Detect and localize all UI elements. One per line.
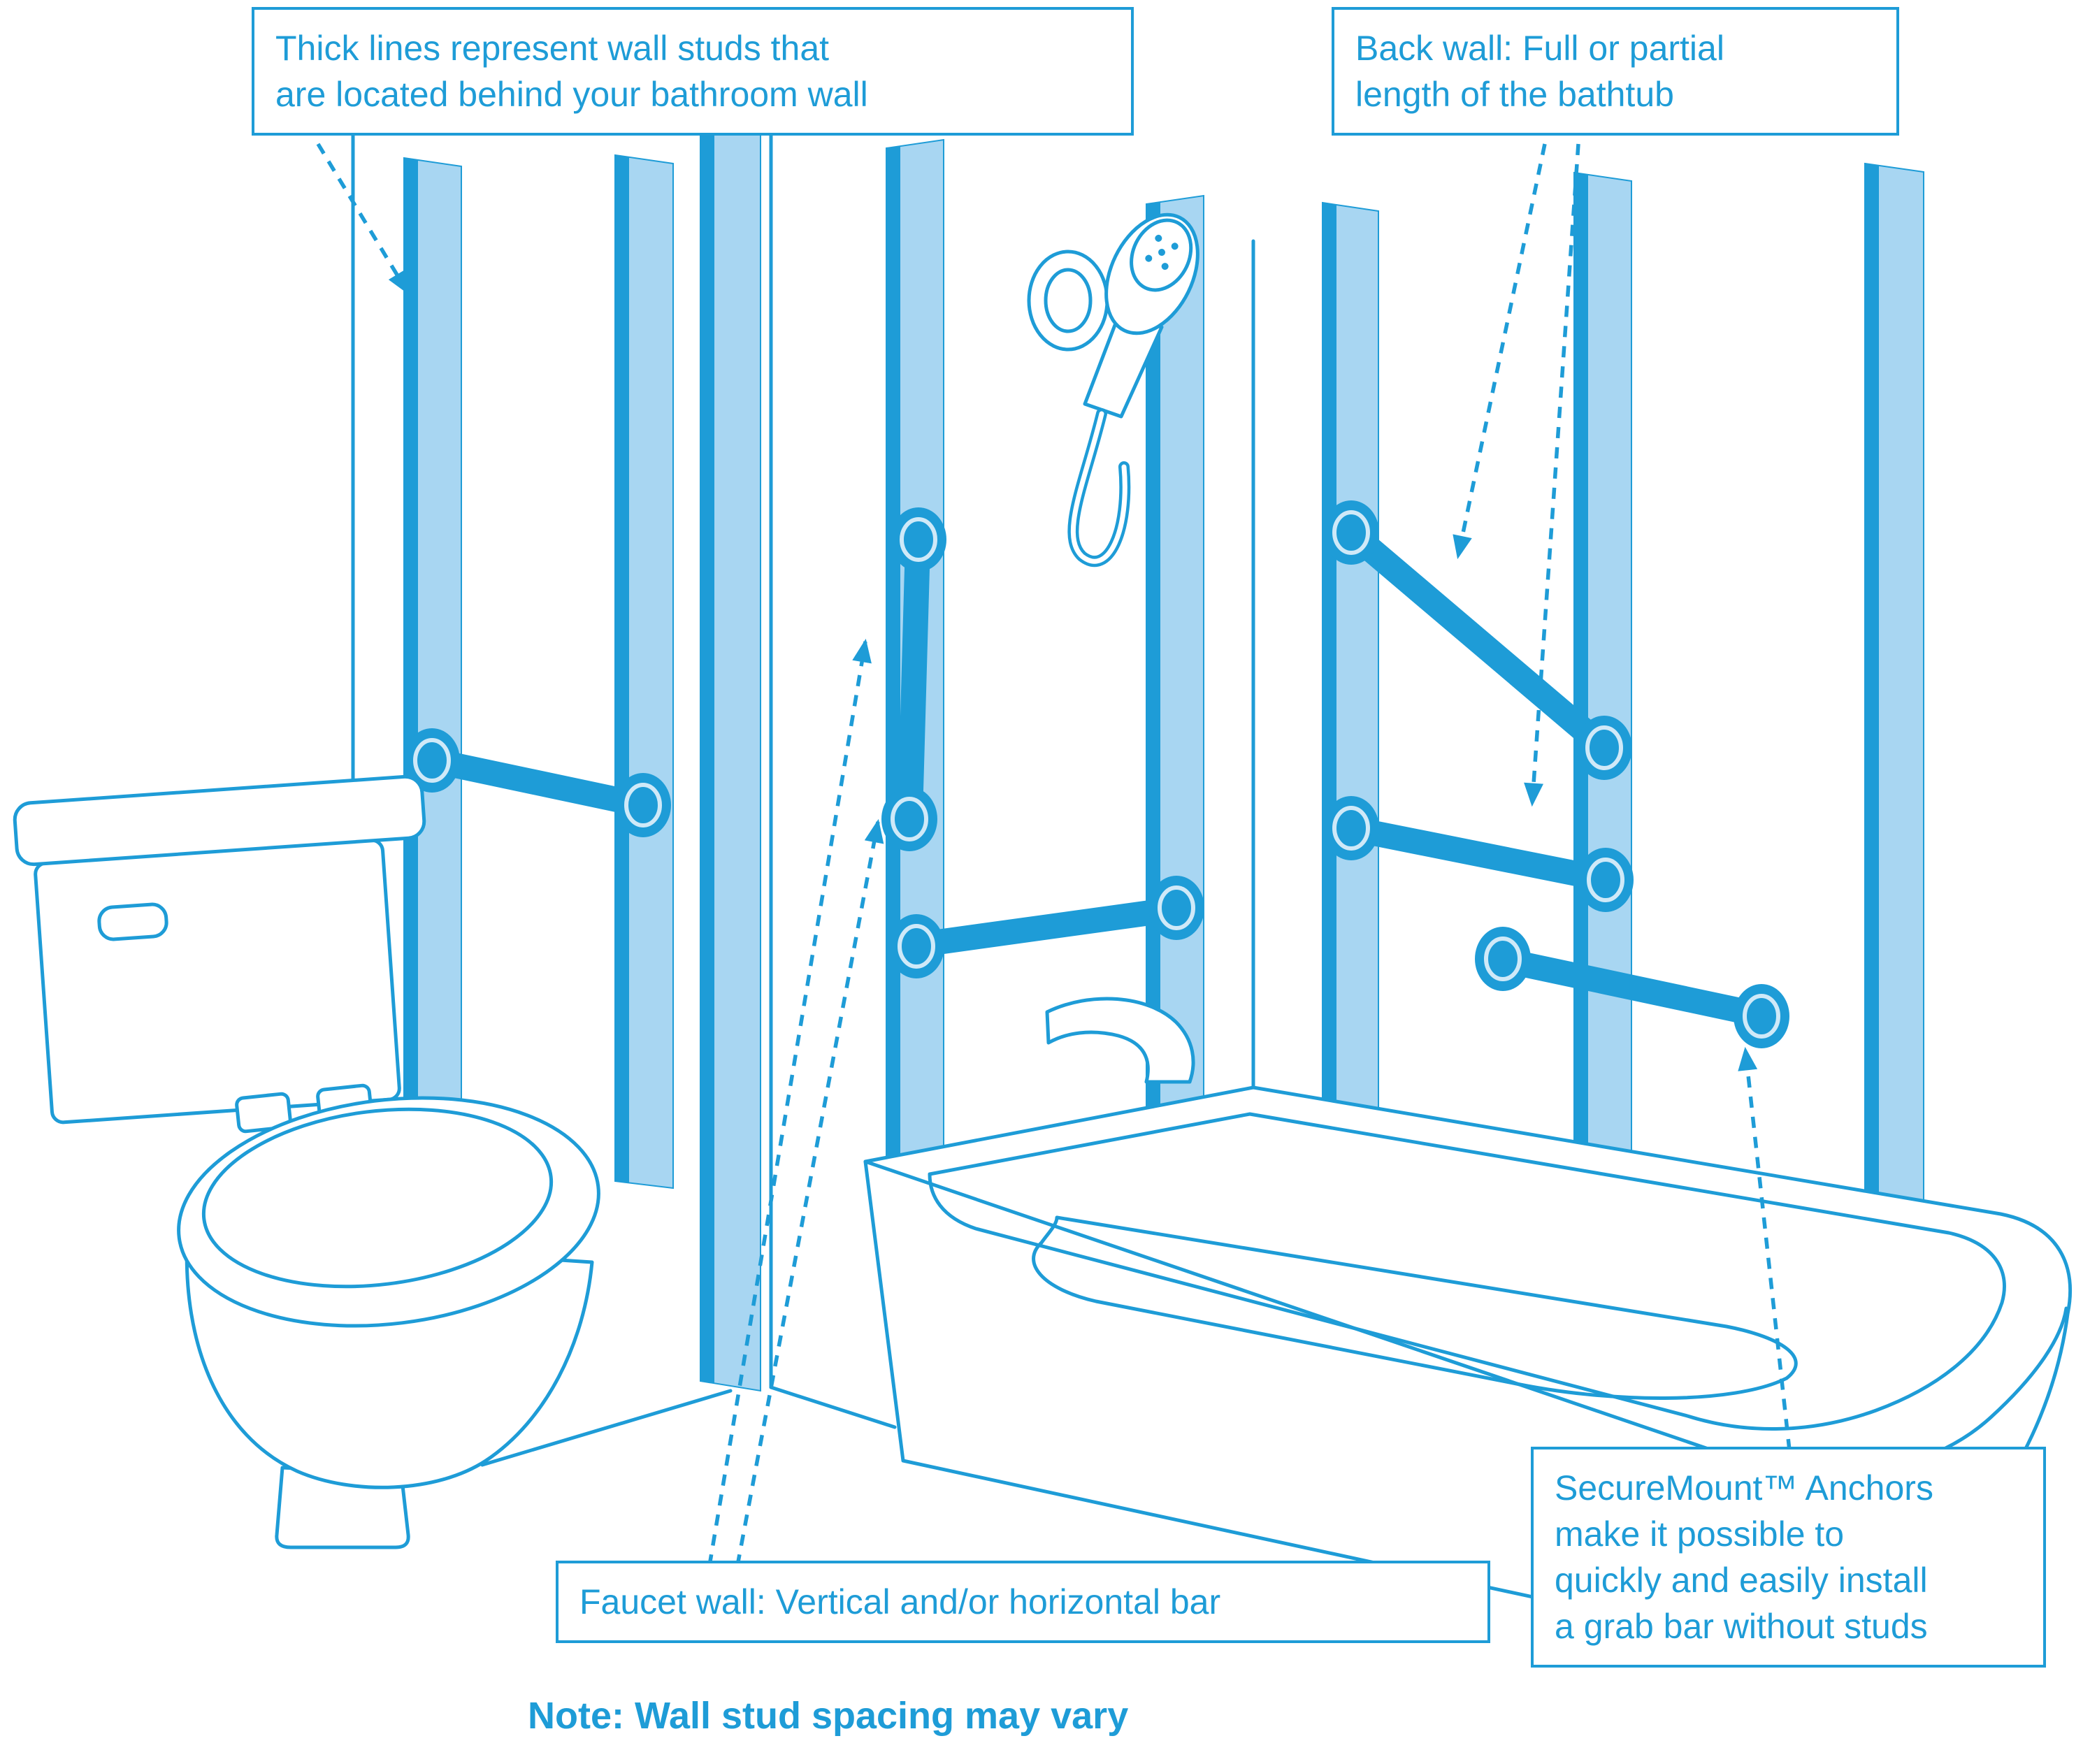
toilet-tank-lid — [13, 774, 426, 867]
pointer-arrows — [316, 143, 1792, 1566]
shower-head — [1027, 212, 1199, 567]
bathtub-inner-rim — [928, 1112, 2006, 1431]
callout-back-wall: Back wall: Full or partial length of the… — [1332, 7, 1899, 136]
arrow-to-securemount-flange — [1738, 1046, 1792, 1451]
grab-bar-faucet-horizontal — [888, 876, 1204, 978]
wall-stud — [1864, 162, 1924, 1245]
toilet-seat-lid — [201, 1107, 554, 1289]
grab-bar-back-lower-horizontal — [1475, 927, 1789, 1048]
arrow-to-faucet-horizontal-bar — [735, 818, 884, 1566]
grab-bar-faucet-vertical — [881, 507, 946, 851]
wall-stud — [1573, 171, 1632, 1190]
arrow-to-faucet-vertical-bar — [707, 638, 872, 1566]
flush-handle — [97, 902, 168, 941]
arrow-to-wall-stud — [316, 143, 410, 295]
grab-bar-back-upper-horizontal — [1323, 796, 1634, 912]
toilet — [13, 774, 600, 1549]
arrow-to-back-wall-bar — [1524, 143, 1580, 807]
back-wall — [1322, 162, 1924, 1245]
toilet-tank — [34, 838, 401, 1125]
wall-stud — [1322, 201, 1379, 1148]
grab-bar-back-diagonal — [1323, 500, 1632, 780]
note-text: Note: Wall stud spacing may vary — [528, 1695, 1129, 1737]
bathtub-basin-floor — [1032, 1215, 1798, 1401]
floor-line-right — [769, 1385, 897, 1429]
callout-faucet-wall: Faucet wall: Vertical and/or horizontal … — [556, 1561, 1490, 1643]
callout-securemount-anchors: SecureMount™ Anchors make it possible to… — [1531, 1447, 2046, 1668]
wall-stud — [614, 154, 674, 1190]
callout-wall-studs: Thick lines represent wall studs that ar… — [252, 7, 1134, 136]
floor-line-left — [480, 1389, 733, 1467]
arrow-to-back-wall-upper — [1453, 143, 1547, 560]
grab-bar-left-wall — [404, 728, 671, 837]
faucet-spout — [1045, 997, 1195, 1084]
wall-corner — [480, 65, 897, 1467]
